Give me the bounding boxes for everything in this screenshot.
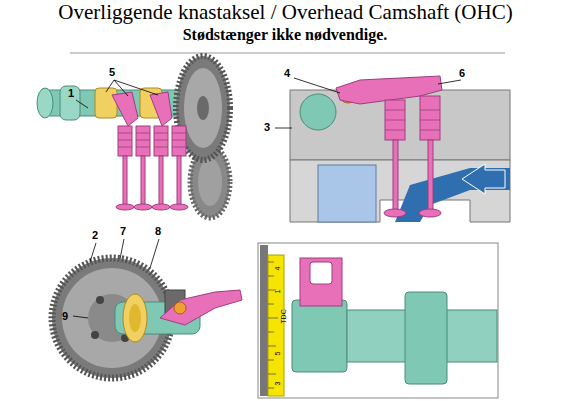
callout-number: 8 <box>155 226 161 237</box>
scale-mark: TDC <box>279 309 286 323</box>
cam-gear <box>52 258 242 378</box>
callout-number: 2 <box>92 230 98 241</box>
callout-number: 4 <box>284 68 290 79</box>
scale-mark: 3 <box>274 382 281 386</box>
scale-mark: 4 <box>274 267 281 271</box>
callout-number: 7 <box>120 226 126 237</box>
scale-mark: 5 <box>274 352 281 356</box>
scale-mark: 1 <box>274 290 281 294</box>
callout-number: 6 <box>459 68 465 79</box>
callout-number: 1 <box>68 88 74 99</box>
diagram-title: Overliggende knastaksel / Overhead Camsh… <box>58 0 512 25</box>
callout-number: 9 <box>62 311 68 322</box>
callout-number: 5 <box>109 67 115 78</box>
leader-lines <box>73 78 461 318</box>
ohc-section <box>290 76 510 222</box>
ohc-perspective <box>37 56 230 218</box>
subtitle: Stødstænger ikke nødvendige. <box>183 26 388 44</box>
callout-number: 3 <box>264 122 270 133</box>
tdc-marking <box>258 243 498 398</box>
